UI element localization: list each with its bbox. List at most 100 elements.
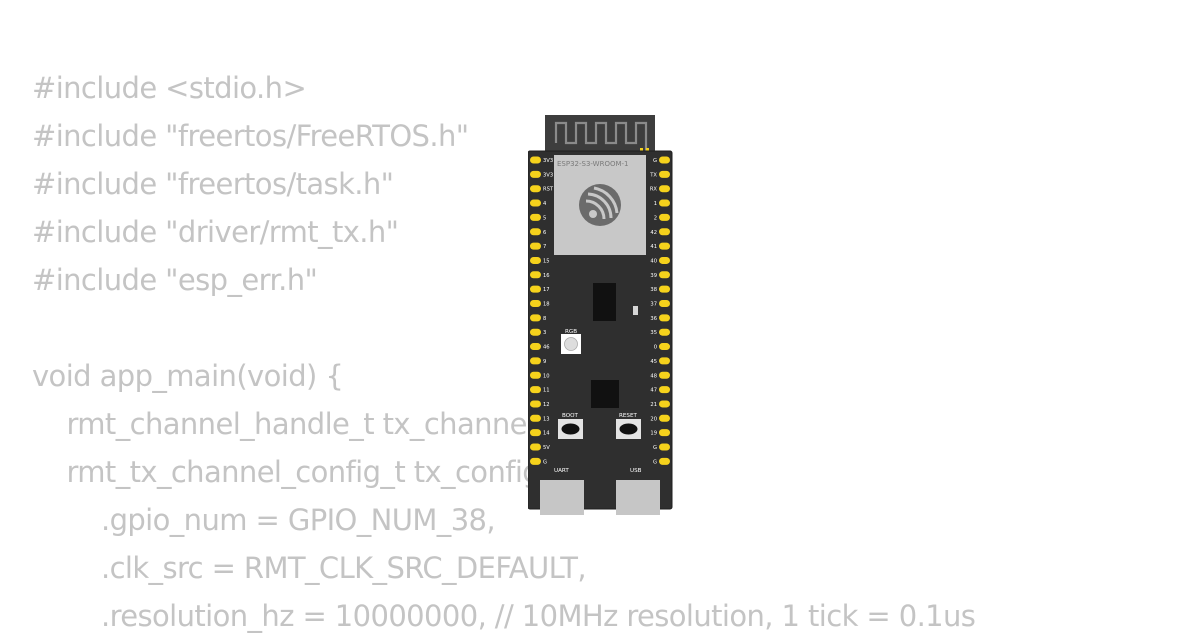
gpio-pin-18[interactable] (530, 300, 541, 307)
gpio-pin-12[interactable] (530, 400, 541, 408)
gpio-pin-7[interactable] (530, 242, 541, 250)
pin-label: 19 (650, 431, 657, 437)
gpio-pin-10[interactable] (530, 371, 541, 379)
antenna (545, 115, 655, 155)
code-editor: #include <stdio.h>#include "freertos/Fre… (32, 64, 976, 640)
gpio-pin-48[interactable] (659, 371, 670, 379)
pin-label: 42 (650, 230, 657, 236)
pin-label: 41 (650, 244, 657, 250)
gpio-pin-g[interactable] (530, 457, 541, 465)
gpio-pin-41[interactable] (659, 242, 670, 250)
gpio-pin-rst[interactable] (530, 185, 541, 193)
pin-label: 3 (543, 330, 546, 336)
gpio-pin-g[interactable] (659, 457, 670, 465)
pin-label: 48 (650, 373, 657, 379)
gpio-pin-3v3[interactable] (530, 156, 541, 164)
pin-label: 3V3 (543, 172, 553, 178)
pin-label: 3V3 (543, 158, 553, 164)
code-line: .clk_src = RMT_CLK_SRC_DEFAULT, (32, 551, 587, 585)
pin-label: 40 (650, 258, 657, 264)
gpio-pin-rx[interactable] (659, 185, 670, 193)
pin-label: RST (543, 187, 554, 193)
usb-label: USB (630, 468, 642, 474)
pin-label: 5V (543, 445, 550, 451)
pin-label: G (543, 459, 547, 465)
gpio-pin-1[interactable] (659, 199, 670, 207)
gpio-pin-42[interactable] (659, 228, 670, 236)
pin-label: 45 (650, 359, 657, 365)
gpio-pin-9[interactable] (530, 357, 541, 365)
gpio-pin-6[interactable] (530, 228, 541, 236)
gpio-pin-g[interactable] (659, 443, 670, 451)
pin-label: 47 (650, 388, 657, 394)
gpio-pin-47[interactable] (659, 386, 670, 394)
reset-label: RESET (619, 413, 638, 419)
wroom-module: ESP32-S3-WROOM-1 (554, 155, 646, 255)
pin-label: 5 (543, 215, 546, 221)
esp32-s3-devkit-board[interactable]: ESP32-S3-WROOM-1 RGB BOOT RESET (528, 115, 673, 515)
gpio-pin-35[interactable] (659, 328, 670, 336)
gpio-pin-40[interactable] (659, 256, 670, 264)
code-line: #include "driver/rmt_tx.h" (32, 215, 399, 249)
pin-label: 2 (654, 215, 657, 221)
code-line (32, 304, 975, 352)
pin-label: 1 (654, 201, 657, 207)
pin-label: 8 (543, 316, 546, 322)
usb-uart-chip (593, 283, 616, 321)
smd-led (633, 306, 638, 315)
pin-label: RX (650, 187, 658, 193)
pin-label: 15 (543, 258, 550, 264)
gpio-pin-5v[interactable] (530, 443, 541, 451)
gpio-pin-8[interactable] (530, 314, 541, 322)
gpio-pin-tx[interactable] (659, 170, 670, 178)
code-line: #include "esp_err.h" (32, 263, 318, 297)
pin-label: 10 (543, 373, 550, 379)
gpio-pin-15[interactable] (530, 256, 541, 264)
gpio-pin-g[interactable] (659, 156, 670, 164)
pin-label: 12 (543, 402, 550, 408)
pin-label: 0 (654, 345, 657, 351)
gpio-pin-3[interactable] (530, 328, 541, 336)
gpio-pin-37[interactable] (659, 300, 670, 307)
uart-label: UART (554, 468, 569, 474)
gpio-pin-17[interactable] (530, 285, 541, 293)
code-line: .resolution_hz = 10000000, // 10MHz reso… (32, 599, 976, 633)
reset-button[interactable]: RESET (616, 413, 641, 439)
code-line: #include <stdio.h> (32, 71, 307, 105)
gpio-pin-4[interactable] (530, 199, 541, 207)
gpio-pin-0[interactable] (659, 343, 670, 351)
gpio-pin-13[interactable] (530, 414, 541, 422)
pin-label: 16 (543, 273, 550, 279)
gpio-pin-20[interactable] (659, 414, 670, 422)
pin-label: 39 (650, 273, 657, 279)
gpio-pin-45[interactable] (659, 357, 670, 365)
pin-label: 18 (543, 302, 550, 308)
gpio-pin-46[interactable] (530, 343, 541, 351)
pin-label: 6 (543, 230, 546, 236)
gpio-pin-2[interactable] (659, 213, 670, 221)
code-line: .gpio_num = GPIO_NUM_38, (32, 503, 496, 537)
gpio-pin-5[interactable] (530, 213, 541, 221)
gpio-pin-21[interactable] (659, 400, 670, 408)
pin-label: 21 (650, 402, 657, 408)
gpio-pin-3v3[interactable] (530, 170, 541, 178)
gpio-pin-16[interactable] (530, 271, 541, 279)
pin-label: G (653, 158, 657, 164)
code-line: rmt_channel_handle_t tx_channel = NULL; (32, 407, 658, 441)
gpio-pin-19[interactable] (659, 429, 670, 437)
gpio-pin-14[interactable] (530, 429, 541, 437)
code-line: rmt_tx_channel_config_t tx_config = { (32, 455, 599, 489)
boot-label: BOOT (562, 413, 579, 419)
pin-label: 37 (650, 302, 657, 308)
gpio-pin-38[interactable] (659, 285, 670, 293)
boot-button[interactable]: BOOT (558, 413, 583, 439)
usb-port[interactable]: USB (616, 468, 660, 515)
gpio-pin-39[interactable] (659, 271, 670, 279)
module-label: ESP32-S3-WROOM-1 (557, 160, 628, 168)
gpio-pin-36[interactable] (659, 314, 670, 322)
uart-port[interactable]: UART (540, 468, 584, 515)
pin-label: TX (649, 172, 657, 178)
gpio-pin-11[interactable] (530, 386, 541, 394)
pin-label: G (653, 445, 657, 451)
